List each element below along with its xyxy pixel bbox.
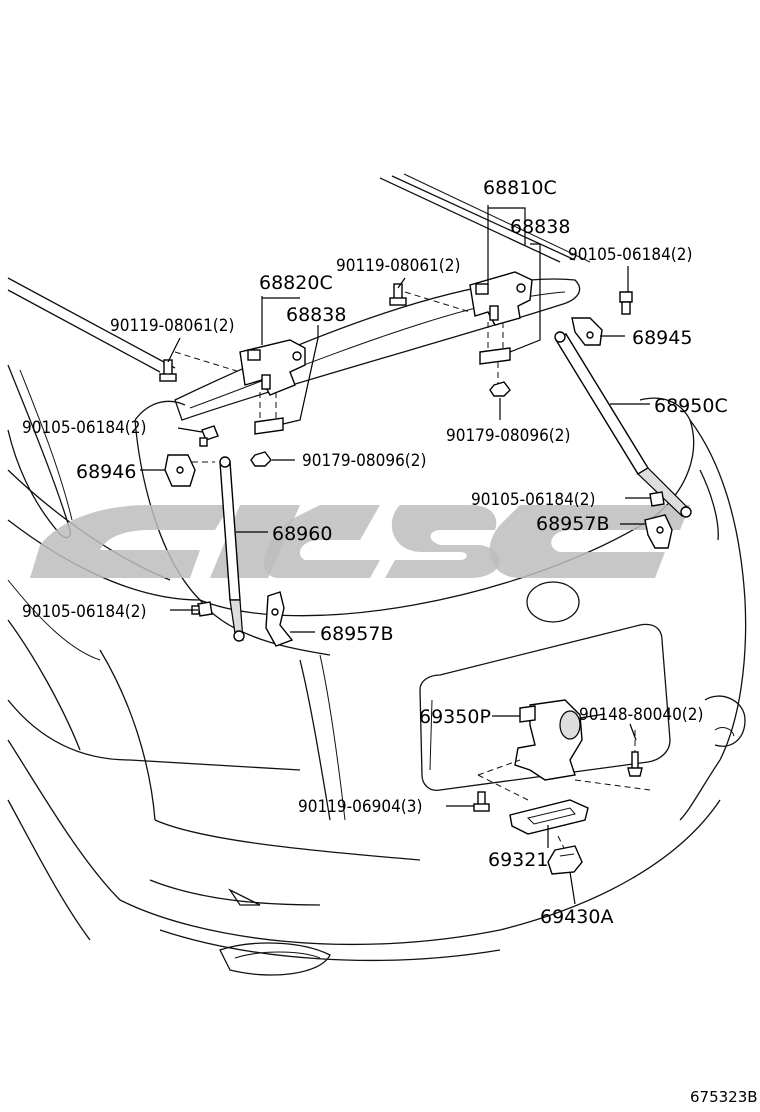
nut-90179-right xyxy=(489,381,511,397)
bolt-90105-mid xyxy=(649,491,665,507)
label-68950C: 68950C xyxy=(654,395,728,417)
label-90105-06184-low: 90105-06184(2) xyxy=(22,602,146,622)
handle-69321 xyxy=(509,799,589,851)
bolt-90105-low xyxy=(191,601,213,617)
label-90105-06184-top: 90105-06184(2) xyxy=(568,245,692,265)
bolt-90119-left xyxy=(159,359,177,382)
cylinder-69430A xyxy=(547,845,583,875)
label-90105-06184-left: 90105-06184(2) xyxy=(22,418,146,438)
gas-strut-68950C xyxy=(554,331,692,518)
bracket-68957B-right xyxy=(644,514,673,549)
label-90119-08061-top: 90119-08061(2) xyxy=(336,256,460,276)
label-90119-06904: 90119-06904(3) xyxy=(298,797,422,817)
bracket-68946 xyxy=(164,454,215,487)
bolt-90119-06904 xyxy=(473,791,490,812)
label-90119-08061-left: 90119-08061(2) xyxy=(110,316,234,336)
label-90148-80040: 90148-80040(2) xyxy=(579,705,703,725)
label-68957B-left: 68957B xyxy=(320,623,393,645)
label-68957B-right: 68957B xyxy=(536,513,609,535)
label-69430A: 69430A xyxy=(540,906,613,928)
figure-id: 675323B xyxy=(690,1088,758,1106)
label-90179-08096-right: 90179-08096(2) xyxy=(446,426,570,446)
bolt-90148 xyxy=(627,730,643,777)
label-68960: 68960 xyxy=(272,523,332,545)
label-68838-right: 68838 xyxy=(510,216,570,238)
bracket-68957B-left xyxy=(265,591,294,647)
lock-assembly-69350P xyxy=(477,699,651,801)
label-90179-08096-left: 90179-08096(2) xyxy=(302,451,426,471)
label-90105-06184-mid: 90105-06184(2) xyxy=(471,490,595,510)
label-68946: 68946 xyxy=(76,461,136,483)
label-69350P: 69350P xyxy=(419,706,491,728)
hinge-left-68820C xyxy=(174,339,306,435)
car-body-outline xyxy=(7,173,747,976)
label-68820C: 68820C xyxy=(259,272,333,294)
bolt-90119-top xyxy=(389,283,407,306)
label-69321: 69321 xyxy=(488,849,548,871)
bolt-90105-top xyxy=(619,291,633,315)
gas-strut-68960 xyxy=(219,456,245,642)
label-68810C: 68810C xyxy=(483,177,557,199)
nut-90179-left xyxy=(250,451,272,467)
bracket-68945 xyxy=(571,317,603,346)
hinge-right-68810C xyxy=(404,271,533,385)
label-68838-left: 68838 xyxy=(286,304,346,326)
bolt-90105-left xyxy=(199,425,219,447)
leader-lines xyxy=(140,205,650,905)
label-68945: 68945 xyxy=(632,327,692,349)
